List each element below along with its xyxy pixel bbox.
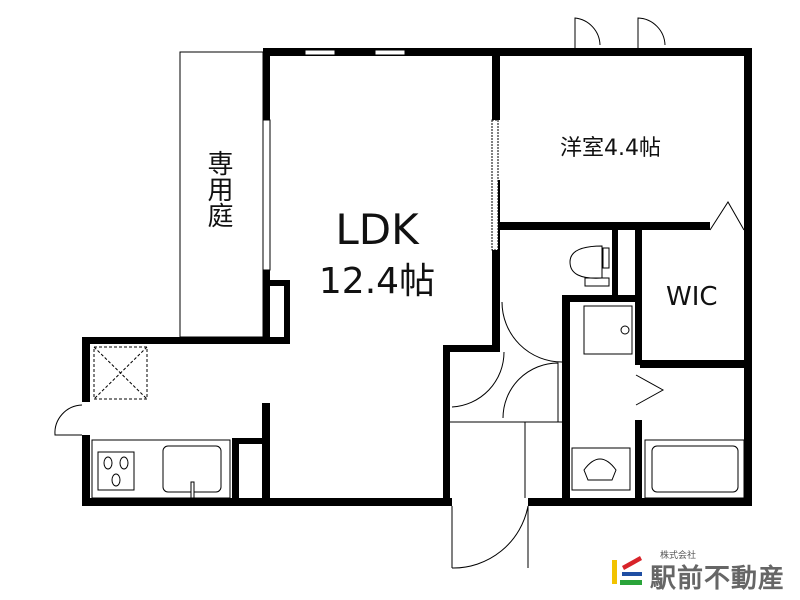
garden-label: 専用庭 xyxy=(203,150,233,228)
entrance-door xyxy=(451,505,529,569)
kitchen-counter xyxy=(91,439,231,499)
stove xyxy=(97,451,135,491)
logo-mark xyxy=(612,556,642,585)
ldk-size: 12.4帖 xyxy=(318,261,436,302)
bathtub xyxy=(644,439,745,499)
western-room-label: 洋室4.4帖 xyxy=(560,136,661,161)
toilet xyxy=(569,245,603,279)
bath-door xyxy=(635,374,665,406)
company-name: 駅前不動産 xyxy=(650,564,786,594)
kitchen-door xyxy=(54,404,83,436)
washing-machine-space xyxy=(583,305,633,355)
balcony-door-2 xyxy=(637,17,666,48)
company-logo: 株式会社 駅前不動産 xyxy=(610,548,800,594)
ldk-label: LDK xyxy=(335,205,419,254)
closet-door xyxy=(709,201,745,231)
washroom-door xyxy=(502,362,559,423)
fridge-space xyxy=(93,346,148,400)
company-type: 株式会社 xyxy=(660,551,697,561)
balcony-door-1 xyxy=(574,17,601,48)
toilet-hall-door xyxy=(451,301,563,408)
walls xyxy=(82,48,752,506)
wash-basin xyxy=(571,447,631,491)
wic-label: WIC xyxy=(666,282,718,312)
windows xyxy=(262,49,499,271)
